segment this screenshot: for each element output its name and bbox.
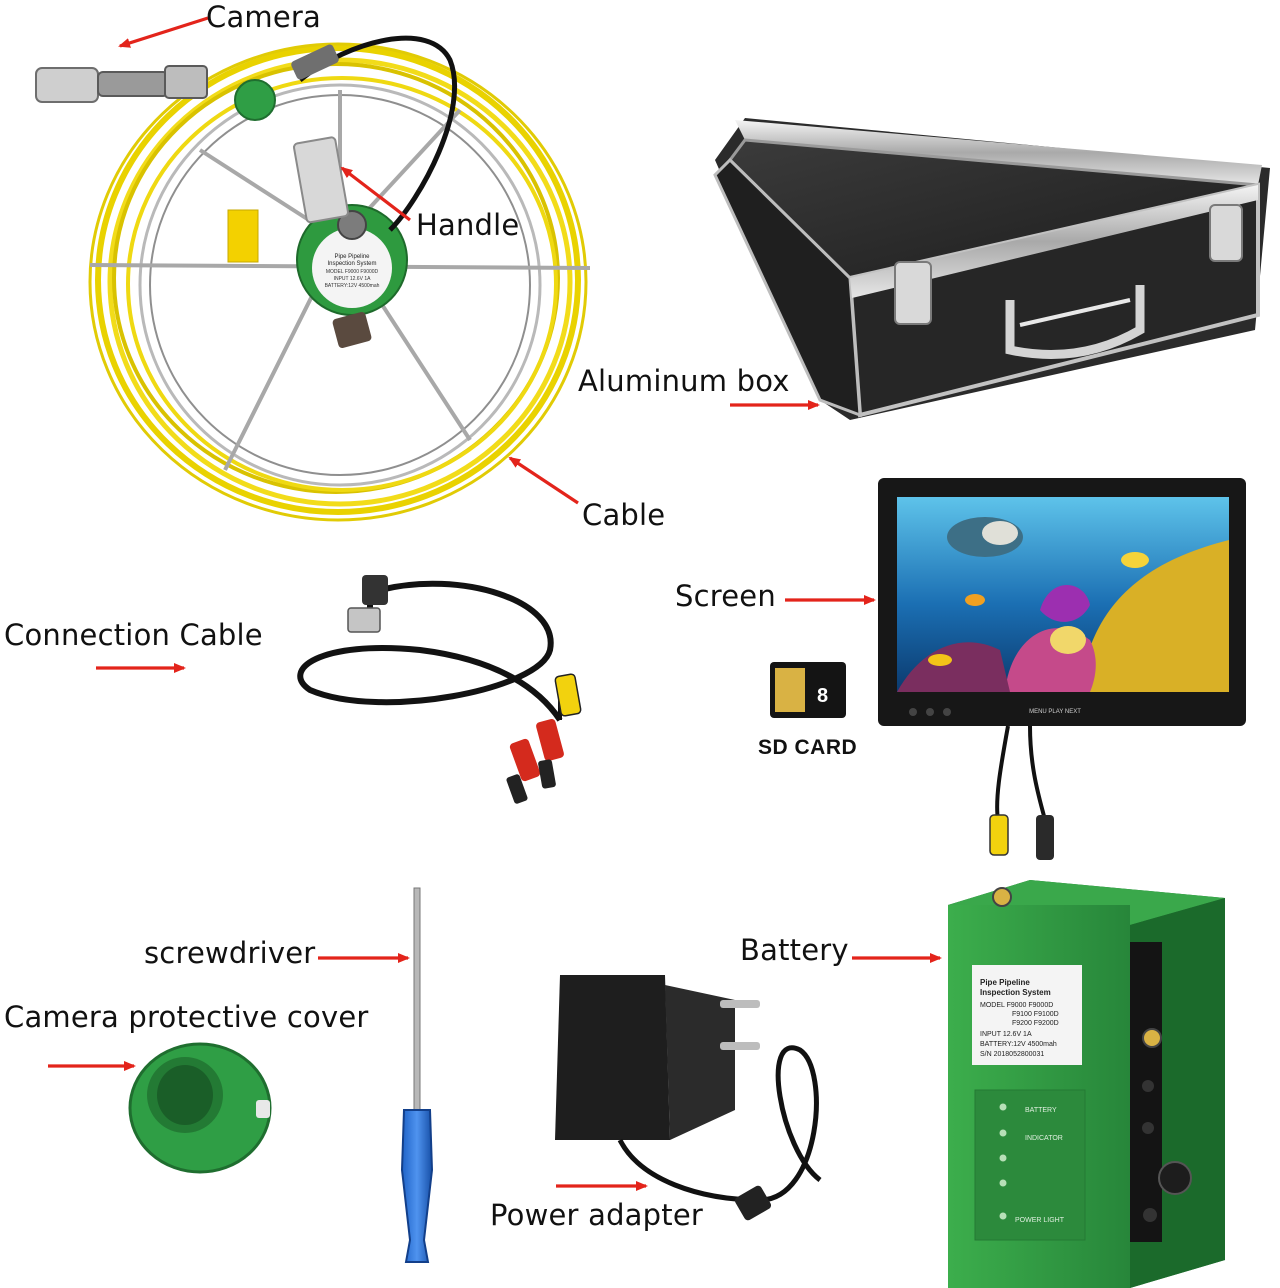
battery-box: Pipe Pipeline Inspection System MODEL F9… (948, 880, 1225, 1288)
label-sd-card: SD CARD (758, 736, 858, 759)
reel-plate-battery: BATTERY:12V 4500mah (325, 283, 380, 289)
indicator-power-light-label: POWER LIGHT (1015, 1217, 1065, 1224)
aluminum-case (713, 118, 1270, 420)
label-connection-cable: Connection Cable (4, 618, 263, 652)
cable-reel: Pipe Pipeline Inspection System MODEL F9… (35, 35, 591, 522)
sd-card: 8 (770, 662, 846, 718)
camera-protective-cover (128, 1042, 272, 1174)
power-adapter (555, 975, 822, 1221)
screwdriver (400, 887, 434, 1263)
arrow-handle (340, 166, 411, 222)
reel-plate-subtitle: Inspection System (327, 261, 376, 267)
monitor-button-labels: MENU PLAY NEXT (1029, 709, 1081, 715)
label-screen: Screen (675, 579, 776, 613)
label-screwdriver: screwdriver (144, 936, 316, 970)
connection-cable (297, 575, 582, 804)
battery-plate-sn: S/N 2018052800031 (980, 1051, 1044, 1058)
battery-plate-model-3: F9200 F9200D (1012, 1020, 1059, 1027)
monitor-screen: MENU PLAY NEXT (878, 478, 1246, 860)
reel-plate-model: MODEL F9000 F9000D (326, 269, 379, 275)
callout-arrows (48, 16, 942, 1191)
battery-plate-input: INPUT 12.6V 1A (980, 1031, 1032, 1038)
label-cable: Cable (582, 498, 666, 532)
label-handle: Handle (416, 208, 520, 242)
label-battery: Battery (740, 933, 849, 967)
camera-head (35, 65, 208, 103)
reel-plate-title: Pipe Pipeline (334, 254, 370, 260)
arrow-camera (118, 16, 209, 48)
battery-plate-title: Pipe Pipeline (980, 978, 1030, 987)
label-aluminum-box: Aluminum box (578, 364, 790, 398)
battery-plate-model-1: MODEL F9000 F9000D (980, 1002, 1053, 1009)
arrow-cable (508, 456, 579, 505)
battery-plate-subtitle: Inspection System (980, 988, 1051, 997)
reel-plate-input: INPUT 12.6V 1A (334, 276, 372, 282)
sd-card-capacity: 8 (817, 685, 828, 707)
label-camera: Camera (206, 0, 322, 34)
indicator-indicator-label: INDICATOR (1025, 1135, 1063, 1142)
battery-plate-model-2: F9100 F9100D (1012, 1011, 1059, 1018)
indicator-battery-label: BATTERY (1025, 1107, 1057, 1114)
label-camera-protective-cover: Camera protective cover (4, 1000, 369, 1034)
battery-plate-battery: BATTERY:12V 4500mah (980, 1041, 1057, 1048)
label-power-adapter: Power adapter (490, 1198, 703, 1232)
